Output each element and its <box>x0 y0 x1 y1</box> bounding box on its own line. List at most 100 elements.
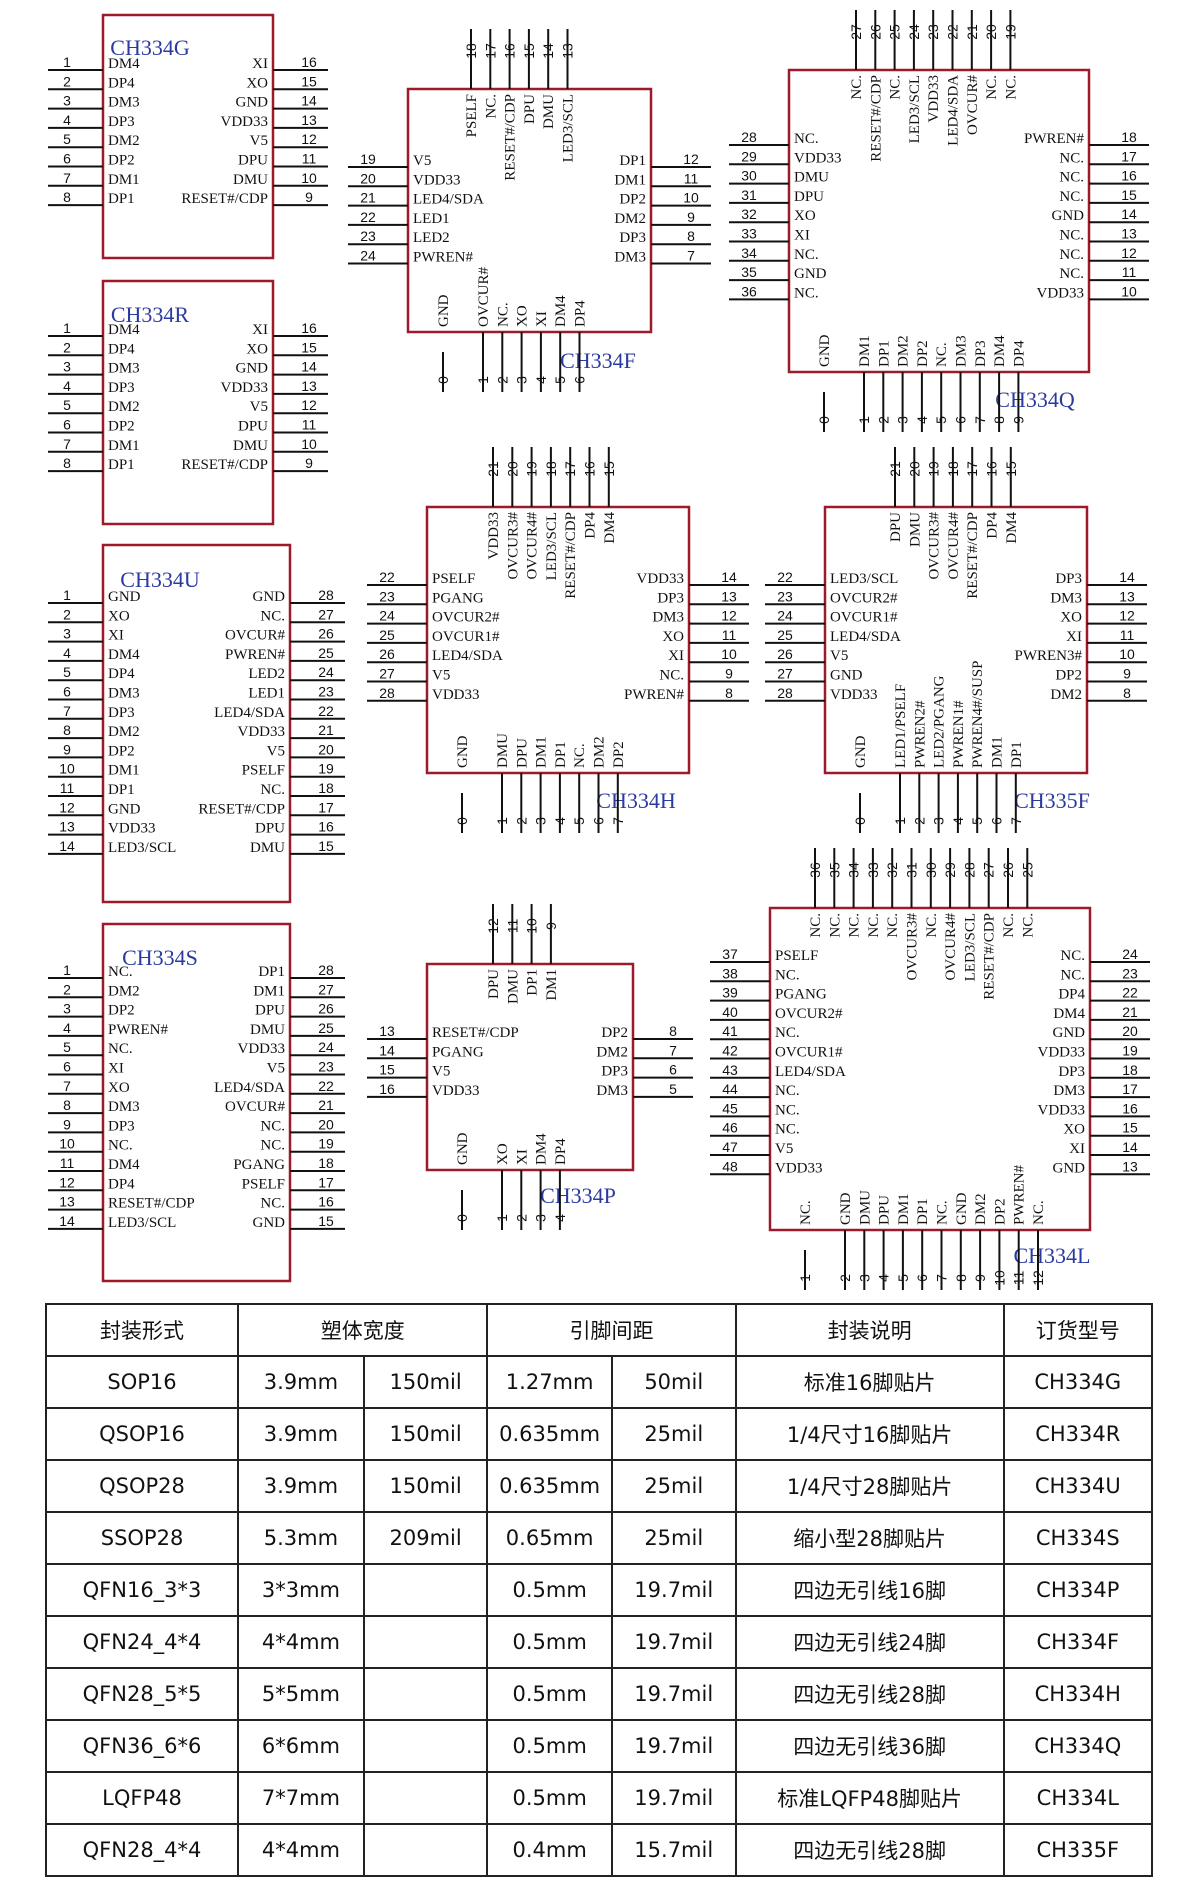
pin-number: 10 <box>59 761 75 777</box>
pin-name: PSELF <box>775 948 818 964</box>
pin-name: RESET#/CDP <box>868 75 884 162</box>
header-description: 封装说明 <box>734 1303 1005 1357</box>
pin-name: LED1/PSELF <box>893 684 909 768</box>
cell-body-width-mm: 3.9mm <box>237 1407 365 1461</box>
pin-name: XO <box>794 208 816 224</box>
header-package: 封装形式 <box>44 1303 240 1357</box>
pin-name: DP2 <box>108 1003 135 1019</box>
pin-number: 13 <box>59 1194 75 1210</box>
pin-number: 21 <box>964 24 980 40</box>
pin-number: 15 <box>1121 187 1137 203</box>
cell-package: QFN28_4*4 <box>44 1823 240 1877</box>
pin-name: DMU <box>233 438 268 454</box>
pin-name: V5 <box>250 133 268 149</box>
pin-name: VDD33 <box>108 821 156 837</box>
pin-name: VDD33 <box>637 571 685 587</box>
pin-name: DM2 <box>614 211 646 227</box>
pin-number: 2 <box>911 817 927 825</box>
pin-number: 2 <box>63 339 71 355</box>
pin-number: 23 <box>379 588 395 604</box>
pin-name: V5 <box>267 743 285 759</box>
pin-name: PWREN# <box>1012 1165 1028 1226</box>
pin-name: NC. <box>798 1200 814 1225</box>
cell-body-width-mil: 209mil <box>362 1511 489 1565</box>
pin-name: NC. <box>794 247 819 263</box>
pin-number: 14 <box>1121 206 1137 222</box>
pin-number: 4 <box>533 376 549 384</box>
pin-number: 7 <box>63 1078 71 1094</box>
cell-package: QFN24_4*4 <box>44 1615 240 1669</box>
pin-name: GND <box>817 334 833 367</box>
pin-number: 24 <box>379 608 395 624</box>
pin-name: PGANG <box>233 1157 285 1173</box>
pin-name: DP1 <box>876 340 892 367</box>
cell-order-model: CH334R <box>1002 1407 1154 1461</box>
pin-name: NC. <box>866 913 882 938</box>
pin-number: 3 <box>533 817 549 825</box>
pin-number: 7 <box>63 170 71 186</box>
pin-name: GND <box>236 95 269 111</box>
pin-name: NC. <box>572 743 588 768</box>
pin-name: DM1 <box>614 172 646 188</box>
pin-name: DM2 <box>108 133 140 149</box>
pin-name: DM3 <box>108 95 140 111</box>
pin-number: 4 <box>552 1214 568 1222</box>
pin-number: 16 <box>1121 168 1137 184</box>
pin-name: OVCUR1# <box>775 1045 843 1061</box>
pin-name: GND <box>436 294 452 327</box>
pin-number: 18 <box>318 780 334 796</box>
pin-number: 5 <box>669 1081 677 1097</box>
pin-name: NC. <box>984 75 1000 100</box>
pin-number: 20 <box>360 170 376 186</box>
pin-number: 24 <box>318 1039 334 1055</box>
pin-name: XO <box>662 629 684 645</box>
pin-name: DM3 <box>652 610 684 626</box>
pin-name: OVCUR1# <box>432 629 500 645</box>
pin-number: 9 <box>63 1116 71 1132</box>
pin-number: 8 <box>63 455 71 471</box>
pin-number: 28 <box>961 862 977 878</box>
pin-name: DP2 <box>611 741 627 768</box>
pin-number: 16 <box>379 1081 395 1097</box>
pin-name: DPU <box>255 821 285 837</box>
cell-body-width-mil <box>362 1823 489 1877</box>
pin-name: NC. <box>934 342 950 367</box>
pin-number: 17 <box>964 461 980 477</box>
pin-number: 3 <box>931 817 947 825</box>
pin-number: 10 <box>721 646 737 662</box>
cell-package: LQFP48 <box>44 1771 240 1825</box>
pin-name: NC. <box>794 285 819 301</box>
pin-number: 3 <box>895 416 911 424</box>
pin-number: 2 <box>63 73 71 89</box>
pin-name: XI <box>794 228 810 244</box>
pin-name: VDD33 <box>830 687 878 703</box>
pin-name: DP1 <box>108 782 135 798</box>
pin-number: 0 <box>816 416 832 424</box>
pin-name: DM3 <box>954 335 970 367</box>
pin-name: DM3 <box>596 1083 628 1099</box>
pin-name: LED4/SDA <box>946 75 962 146</box>
cell-body-width-mm: 3.9mm <box>237 1355 365 1409</box>
pin-number: 9 <box>725 666 733 682</box>
pin-number: 6 <box>989 817 1005 825</box>
pin-number: 2 <box>513 1214 529 1222</box>
chip-body <box>425 505 691 775</box>
pin-name: OVCUR3# <box>505 512 521 580</box>
pin-name: DM2 <box>973 1193 989 1225</box>
pin-name: XO <box>246 75 268 91</box>
chip-title: CH334P <box>540 1183 616 1208</box>
pin-name: XO <box>1060 610 1082 626</box>
pin-name: DM4 <box>108 1157 140 1173</box>
pin-name: DP3 <box>108 114 135 130</box>
pin-name: NC. <box>260 1196 285 1212</box>
cell-order-model: CH334L <box>1002 1771 1154 1825</box>
pin-name: NC. <box>1059 247 1084 263</box>
pin-name: DMU <box>794 170 829 186</box>
pin-name: DMU <box>857 1190 873 1225</box>
pin-number: 3 <box>533 1214 549 1222</box>
pin-number: 12 <box>301 131 317 147</box>
pin-name: DM3 <box>108 1099 140 1115</box>
pin-number: 22 <box>1122 985 1138 1001</box>
chip-body <box>823 505 1089 775</box>
